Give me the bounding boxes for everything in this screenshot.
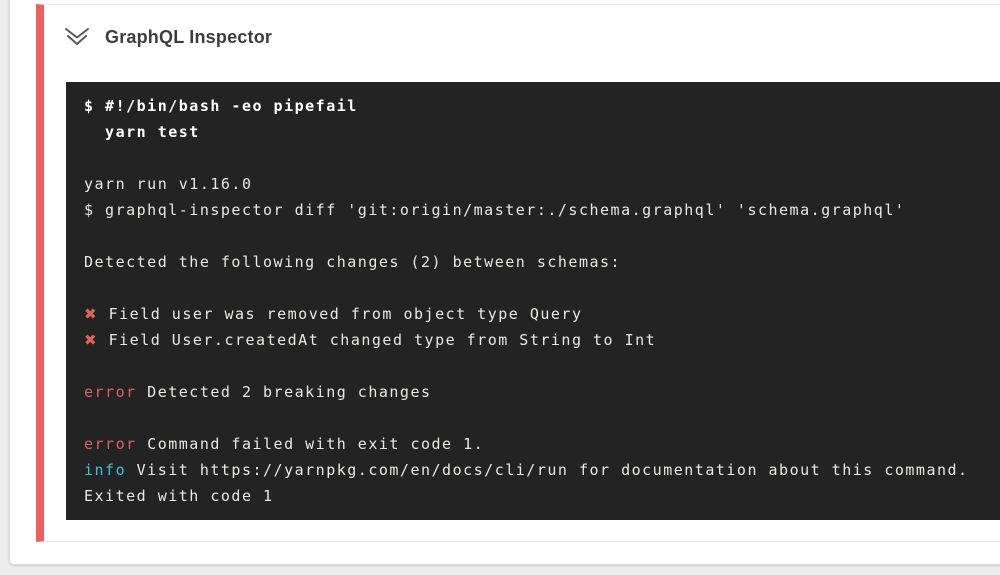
terminal-segment-error: error — [84, 435, 137, 453]
terminal-line: ✖ Field User.createdAt changed type from… — [84, 327, 1000, 353]
terminal-output: $ #!/bin/bash -eo pipefail yarn test yar… — [66, 82, 1000, 520]
terminal-segment-plain — [84, 357, 95, 375]
terminal-segment-plain: yarn run v1.16.0 — [84, 175, 253, 193]
terminal-line: yarn test — [84, 119, 1000, 145]
terminal-segment-plain — [84, 149, 95, 167]
terminal-segment-plain — [84, 409, 95, 427]
terminal-line — [84, 275, 1000, 301]
terminal-segment-plain: Visit https://yarnpkg.com/en/docs/cli/ru… — [126, 461, 969, 479]
terminal-line — [84, 405, 1000, 431]
terminal-line: error Command failed with exit code 1. — [84, 431, 1000, 457]
terminal-line — [84, 223, 1000, 249]
terminal-line: error Detected 2 breaking changes — [84, 379, 1000, 405]
terminal-line: $ graphql-inspector diff 'git:origin/mas… — [84, 197, 1000, 223]
terminal-line: $ #!/bin/bash -eo pipefail — [84, 93, 1000, 119]
terminal-line: Exited with code 1 — [84, 483, 1000, 509]
terminal-segment-plain: Command failed with exit code 1. — [136, 435, 485, 453]
terminal-segment-plain: $ graphql-inspector diff 'git:origin/mas… — [84, 201, 906, 219]
terminal-line — [84, 145, 1000, 171]
terminal-segment-plain: Detected 2 breaking changes — [136, 383, 432, 401]
terminal-line: info Visit https://yarnpkg.com/en/docs/c… — [84, 457, 1000, 483]
step-title: GraphQL Inspector — [105, 26, 273, 47]
terminal-segment-plain: Detected the following changes (2) betwe… — [84, 253, 622, 271]
terminal-line: ✖ Field user was removed from object typ… — [84, 301, 1000, 327]
terminal-segment-info: info — [84, 461, 127, 479]
step-header[interactable]: GraphQL Inspector — [44, 5, 1000, 48]
terminal-segment-error: error — [84, 383, 137, 401]
terminal-content: $ #!/bin/bash -eo pipefail yarn test yar… — [84, 93, 1000, 509]
terminal-segment-cross: ✖ — [84, 331, 99, 349]
terminal-line: Detected the following changes (2) betwe… — [84, 249, 1000, 275]
terminal-segment-plain — [84, 279, 95, 297]
terminal-line — [84, 353, 1000, 379]
terminal-segment-cross: ✖ — [84, 305, 99, 323]
terminal-segment-plain — [84, 227, 95, 245]
terminal-segment-plain: Field user was removed from object type … — [98, 305, 583, 323]
terminal-line: yarn run v1.16.0 — [84, 171, 1000, 197]
terminal-segment-plain: Exited with code 1 — [84, 487, 274, 505]
terminal-segment-plain: Field User.createdAt changed type from S… — [98, 331, 657, 349]
terminal-segment-bold: $ #!/bin/bash -eo pipefail — [84, 97, 358, 115]
terminal-segment-bold: yarn test — [84, 123, 200, 141]
chevron-double-down-icon[interactable] — [64, 26, 90, 48]
